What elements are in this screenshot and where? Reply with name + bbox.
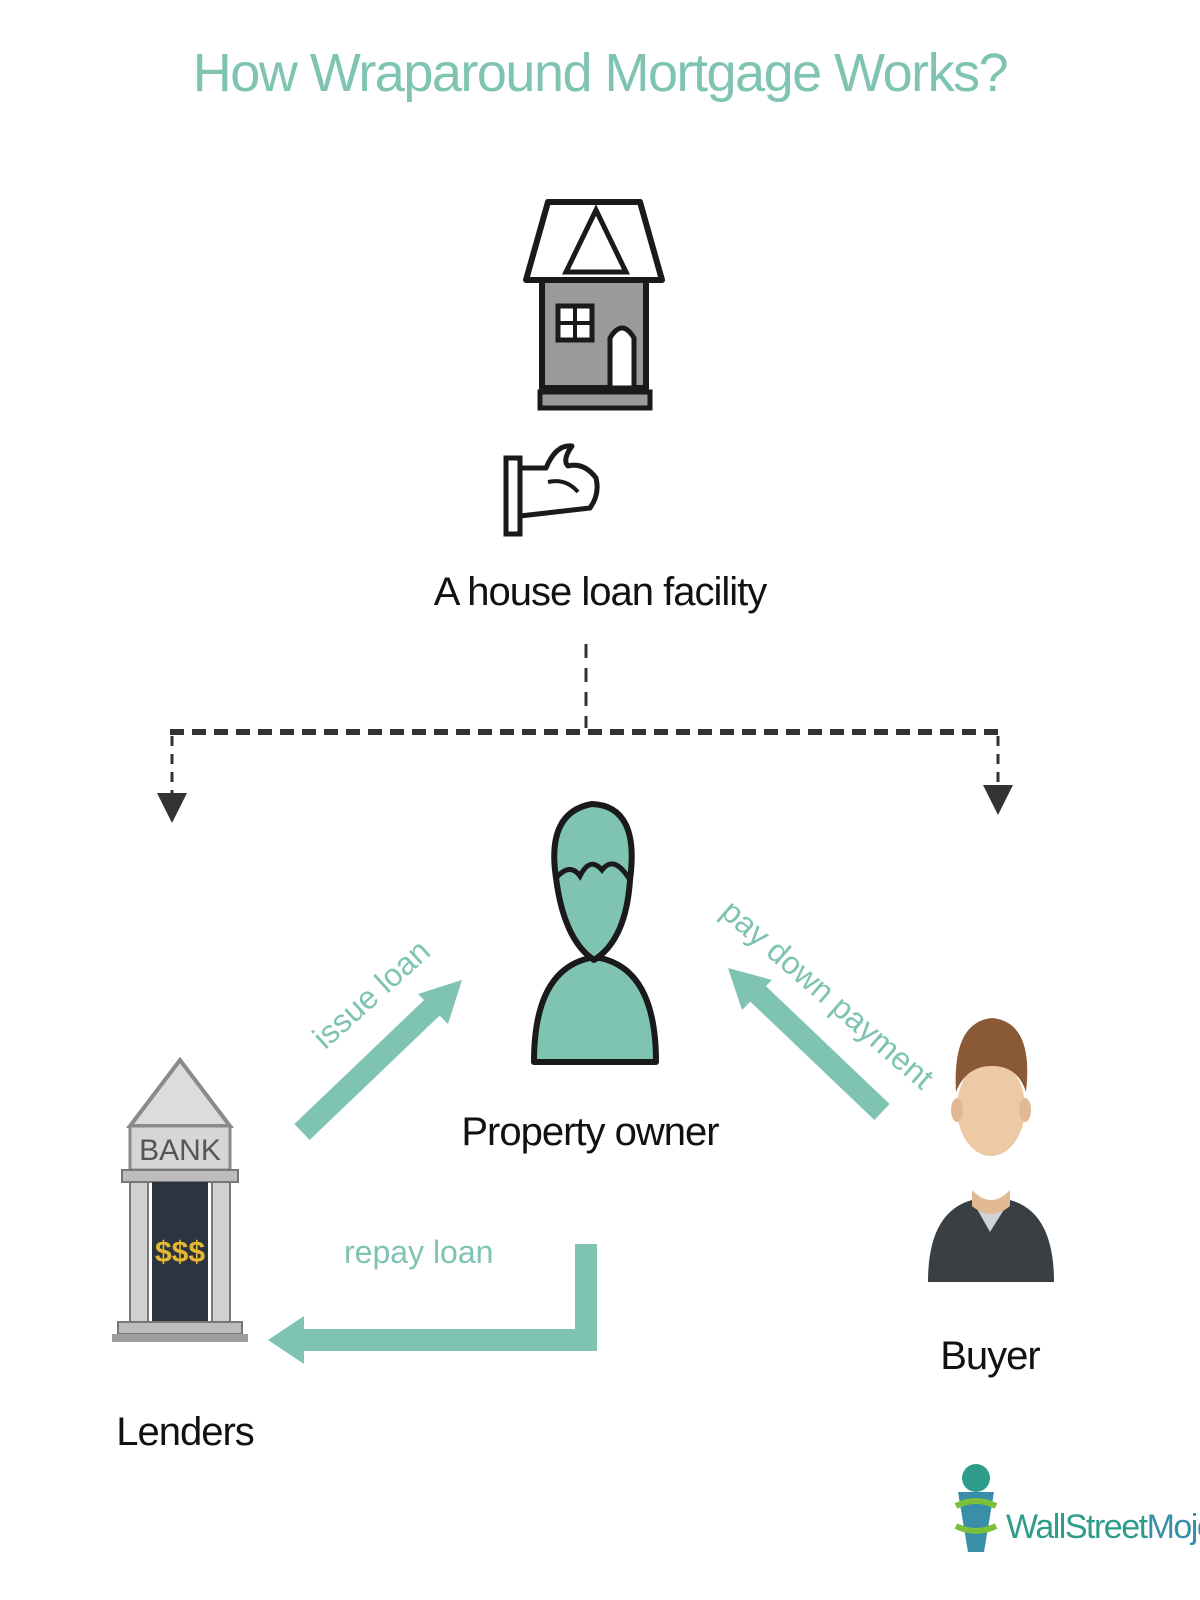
bank-icon: BANK $$$ bbox=[112, 1056, 248, 1342]
brand-part-2: Street bbox=[1064, 1508, 1148, 1546]
brand-part-3: Mojo bbox=[1146, 1508, 1200, 1546]
facility-connector bbox=[157, 644, 1013, 823]
buyer-icon bbox=[928, 1018, 1054, 1282]
lenders-label: Lenders bbox=[116, 1410, 255, 1454]
hand-icon bbox=[503, 443, 600, 537]
buyer-label: Buyer bbox=[940, 1334, 1041, 1378]
brand-part-1: Wall bbox=[1006, 1508, 1066, 1546]
property-owner-label: Property owner bbox=[461, 1110, 719, 1154]
bank-sign-text: BANK bbox=[139, 1134, 221, 1167]
property-owner-icon bbox=[531, 801, 659, 1065]
pay-down-payment-arrow bbox=[728, 968, 890, 1120]
wallstreetmojo-logo-text: WallStreetMojo bbox=[1006, 1508, 1200, 1547]
diagram-title: How Wraparound Mortgage Works? bbox=[192, 43, 1009, 103]
repay-loan-arrow bbox=[268, 1244, 597, 1364]
house-icon bbox=[523, 199, 665, 411]
facility-label: A house loan facility bbox=[433, 570, 768, 614]
repay-loan-label: repay loan bbox=[344, 1234, 494, 1270]
wallstreetmojo-logo-icon bbox=[954, 1464, 998, 1552]
bank-vault-text: $$$ bbox=[155, 1236, 205, 1269]
issue-loan-arrow bbox=[294, 980, 462, 1140]
